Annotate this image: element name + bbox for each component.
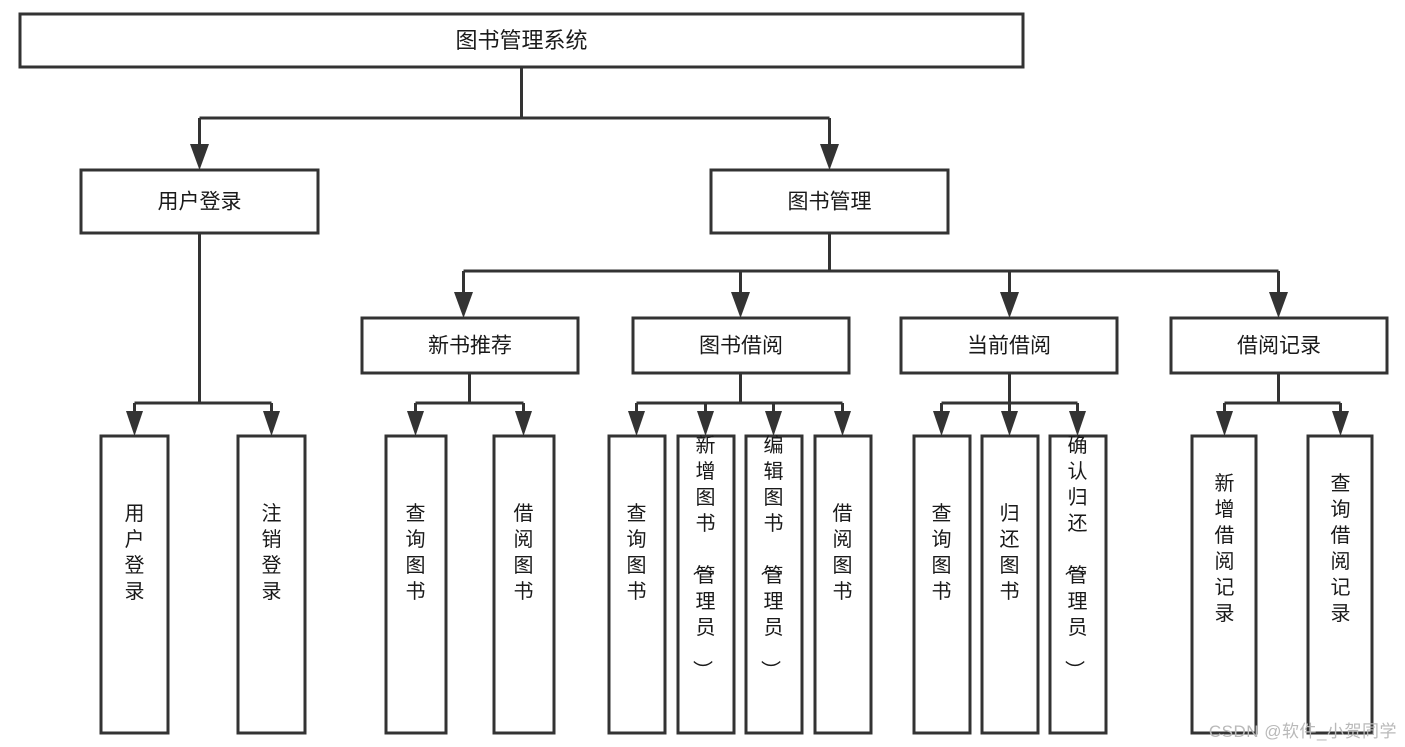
node-borrow-record-label: 借阅记录 xyxy=(1237,335,1321,358)
leaf-book-borrow-4-box[interactable] xyxy=(813,434,873,735)
leaf-user-login-2-label: 注销登录 xyxy=(262,502,282,603)
node-new-book-recommend[interactable]: 新书推荐 xyxy=(360,316,580,375)
connector-layer xyxy=(126,67,1349,436)
node-root-label: 图书管理系统 xyxy=(455,28,587,53)
leaf-new-book-1-box[interactable] xyxy=(384,434,448,735)
arrow-newbook-leaf-1 xyxy=(407,411,424,436)
arrow-bb-leaf-2 xyxy=(697,411,714,436)
leaf-user-login-1[interactable]: 用户登录 xyxy=(99,434,170,735)
arrow-bb-leaf-1 xyxy=(628,411,645,436)
leaf-book-borrow-2-label: 新增图书（管理员） xyxy=(691,434,716,680)
arrow-bm-to-current-borrow xyxy=(1000,292,1019,318)
arrow-bb-leaf-3 xyxy=(765,411,782,436)
leaf-book-borrow-4-label: 借阅图书 xyxy=(833,502,853,603)
node-user-login-box[interactable] xyxy=(79,168,320,235)
leaf-current-borrow-2-box[interactable] xyxy=(980,434,1040,735)
node-current-borrow-box[interactable] xyxy=(899,316,1119,375)
arrow-cb-leaf-3 xyxy=(1069,411,1086,436)
node-user-login[interactable]: 用户登录 xyxy=(79,168,320,235)
node-new-book-recommend-label: 新书推荐 xyxy=(428,335,512,358)
arrow-br-leaf-2 xyxy=(1332,411,1349,436)
arrow-bb-leaf-4 xyxy=(834,411,851,436)
leaf-current-borrow-1[interactable]: 查询图书 xyxy=(912,434,972,735)
arrow-br-leaf-1 xyxy=(1216,411,1233,436)
leaf-book-borrow-3-box[interactable] xyxy=(744,434,804,735)
leaf-book-borrow-2-box[interactable] xyxy=(676,434,736,735)
leaf-new-book-2-box[interactable] xyxy=(492,434,556,735)
node-borrow-record[interactable]: 借阅记录 xyxy=(1169,316,1389,375)
leaf-user-login-1-label: 用户登录 xyxy=(125,503,145,603)
leaf-book-borrow-4[interactable]: 借阅图书 xyxy=(813,434,873,735)
leaf-user-login-1-box[interactable] xyxy=(99,434,170,735)
leaf-borrow-record-2-box[interactable] xyxy=(1306,434,1374,735)
leaf-new-book-1[interactable]: 查询图书 xyxy=(384,434,448,735)
leaf-book-borrow-2[interactable]: 新增图书（管理员） xyxy=(676,434,736,735)
leaf-current-borrow-3-box[interactable] xyxy=(1048,434,1108,735)
leaf-new-book-2-label: 借阅图书 xyxy=(514,502,534,603)
node-new-book-recommend-box[interactable] xyxy=(360,316,580,375)
arrow-root-to-user-login xyxy=(190,144,209,170)
leaf-borrow-record-2[interactable]: 查询借阅记录 xyxy=(1306,434,1374,735)
leaf-user-login-2-box[interactable] xyxy=(236,434,307,735)
leaf-new-book-1-label: 查询图书 xyxy=(406,502,426,603)
arrow-bm-to-book-borrow xyxy=(731,292,750,318)
node-book-borrow-label: 图书借阅 xyxy=(699,335,783,358)
leaf-borrow-record-1-box[interactable] xyxy=(1190,434,1258,735)
arrow-userlogin-leaf-1 xyxy=(126,411,143,436)
node-current-borrow[interactable]: 当前借阅 xyxy=(899,316,1119,375)
leaf-book-borrow-1-label: 查询图书 xyxy=(627,502,647,603)
leaf-book-borrow-3-label: 编辑图书（管理员） xyxy=(759,434,784,680)
arrow-newbook-leaf-2 xyxy=(515,411,532,436)
node-book-manage[interactable]: 图书管理 xyxy=(709,168,950,235)
arrow-userlogin-leaf-2 xyxy=(263,411,280,436)
arrow-cb-leaf-1 xyxy=(933,411,950,436)
arrow-root-to-book-manage xyxy=(820,144,839,170)
node-book-borrow-box[interactable] xyxy=(631,316,851,375)
node-root[interactable]: 图书管理系统 xyxy=(18,12,1025,69)
leaf-current-borrow-1-label: 查询图书 xyxy=(932,502,952,603)
leaf-book-borrow-1[interactable]: 查询图书 xyxy=(607,434,667,735)
leaf-current-borrow-3-label: 确认归还（管理员） xyxy=(1063,434,1088,680)
node-book-manage-box[interactable] xyxy=(709,168,950,235)
leaf-current-borrow-3[interactable]: 确认归还（管理员） xyxy=(1048,434,1108,735)
arrow-bm-to-new-book xyxy=(454,292,473,318)
node-root-box[interactable] xyxy=(18,12,1025,69)
leaf-user-login-2[interactable]: 注销登录 xyxy=(236,434,307,735)
leaf-current-borrow-2[interactable]: 归还图书 xyxy=(980,434,1040,735)
arrow-cb-leaf-2 xyxy=(1001,411,1018,436)
leaf-borrow-record-1[interactable]: 新增借阅记录 xyxy=(1190,434,1258,735)
leaf-book-borrow-1-box[interactable] xyxy=(607,434,667,735)
arrow-bm-to-borrow-record xyxy=(1269,292,1288,318)
node-user-login-label: 用户登录 xyxy=(158,191,242,214)
node-book-manage-label: 图书管理 xyxy=(788,191,872,214)
leaf-book-borrow-3[interactable]: 编辑图书（管理员） xyxy=(744,434,804,735)
node-book-borrow[interactable]: 图书借阅 xyxy=(631,316,851,375)
node-borrow-record-box[interactable] xyxy=(1169,316,1389,375)
leaf-current-borrow-2-label: 归还图书 xyxy=(1000,502,1020,603)
leaf-borrow-record-2-label: 查询借阅记录 xyxy=(1331,472,1351,625)
node-current-borrow-label: 当前借阅 xyxy=(967,335,1051,358)
leaf-new-book-2[interactable]: 借阅图书 xyxy=(492,434,556,735)
leaf-borrow-record-1-label: 新增借阅记录 xyxy=(1215,472,1235,625)
leaf-current-borrow-1-box[interactable] xyxy=(912,434,972,735)
